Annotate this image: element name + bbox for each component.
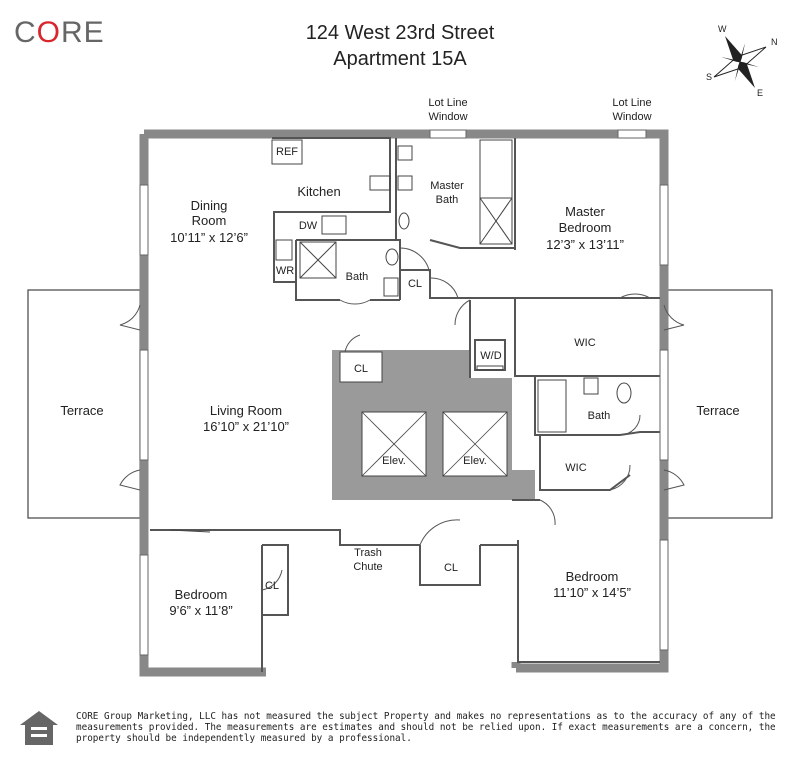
- ref-label: REF: [276, 146, 298, 158]
- master-bedroom-l2: Bedroom: [559, 220, 612, 235]
- logo-o: O: [36, 16, 62, 49]
- windows: [139, 129, 669, 656]
- compass-w: W: [718, 24, 727, 34]
- logo-c: C: [14, 16, 37, 49]
- living-room-dim: 16’10” x 21’10”: [203, 419, 289, 434]
- master-bedroom-l1: Master: [565, 204, 605, 219]
- kitchen-label: Kitchen: [297, 184, 340, 199]
- master-bedroom-dim: 12’3” x 13’11”: [546, 237, 624, 252]
- master-bath-l2: Bath: [436, 194, 459, 206]
- bath-a-label: Bath: [346, 271, 369, 283]
- wr-label: WR: [276, 265, 294, 277]
- compass-s: S: [706, 72, 712, 82]
- interior-walls: [150, 137, 660, 672]
- bedroom-large-label: Bedroom: [566, 569, 619, 584]
- cl-d-label: CL: [265, 580, 279, 592]
- living-room-label: Living Room: [210, 403, 282, 418]
- door-swings: [119, 247, 685, 591]
- cl-b-label: CL: [354, 363, 368, 375]
- dw-label: DW: [299, 220, 318, 232]
- address-line: 124 West 23rd Street: [305, 22, 495, 44]
- compass-n: N: [771, 37, 778, 47]
- cl-c-label: CL: [444, 562, 458, 574]
- bedroom-large-dim: 11’10” x 14’5”: [553, 585, 631, 600]
- fixtures: [169, 139, 632, 533]
- bedroom-small-label: Bedroom: [175, 587, 228, 602]
- disclaimer-line-2: measurements provided. The measurements …: [76, 722, 776, 733]
- disclaimer: CORE Group Marketing, LLC has not measur…: [76, 711, 776, 744]
- bath-b-label: Bath: [588, 410, 611, 422]
- trash-chute-l1: Trash: [354, 547, 382, 559]
- wic-b-label: WIC: [565, 462, 586, 474]
- compass-e: E: [757, 88, 763, 98]
- lot-line-window-a-l2: Window: [428, 111, 467, 123]
- trash-chute-l2: Chute: [353, 561, 382, 573]
- dining-dim: 10’11” x 12’6”: [170, 230, 248, 245]
- apartment-line: Apartment 15A: [333, 48, 467, 70]
- disclaimer-line-1: CORE Group Marketing, LLC has not measur…: [76, 711, 776, 722]
- elevator-a-label: Elev.: [382, 455, 406, 467]
- elevator-b-label: Elev.: [463, 455, 487, 467]
- lot-line-window-b-l1: Lot Line: [612, 97, 651, 109]
- lot-line-window-a-l1: Lot Line: [428, 97, 467, 109]
- wic-a-label: WIC: [574, 337, 595, 349]
- core-logo: CORE: [14, 16, 105, 50]
- master-bath-l1: Master: [430, 180, 464, 192]
- listing-title: 124 West 23rd Street Apartment 15A: [0, 20, 800, 72]
- dining-label-l1: Dining: [191, 198, 228, 213]
- dining-label-l2: Room: [192, 213, 227, 228]
- bedroom-small-dim: 9’6” x 11’8”: [169, 603, 232, 618]
- terrace-right-label: Terrace: [696, 403, 739, 418]
- cl-b-box: [339, 351, 383, 383]
- disclaimer-line-3: property should be independently measure…: [76, 733, 412, 744]
- logo-re: RE: [61, 16, 105, 49]
- terrace-left-label: Terrace: [60, 403, 103, 418]
- equal-housing-icon: [20, 711, 58, 745]
- lot-line-window-b-l2: Window: [612, 111, 651, 123]
- cl-a-label: CL: [408, 278, 422, 290]
- compass-icon: [713, 36, 767, 88]
- wd-label: W/D: [480, 350, 501, 362]
